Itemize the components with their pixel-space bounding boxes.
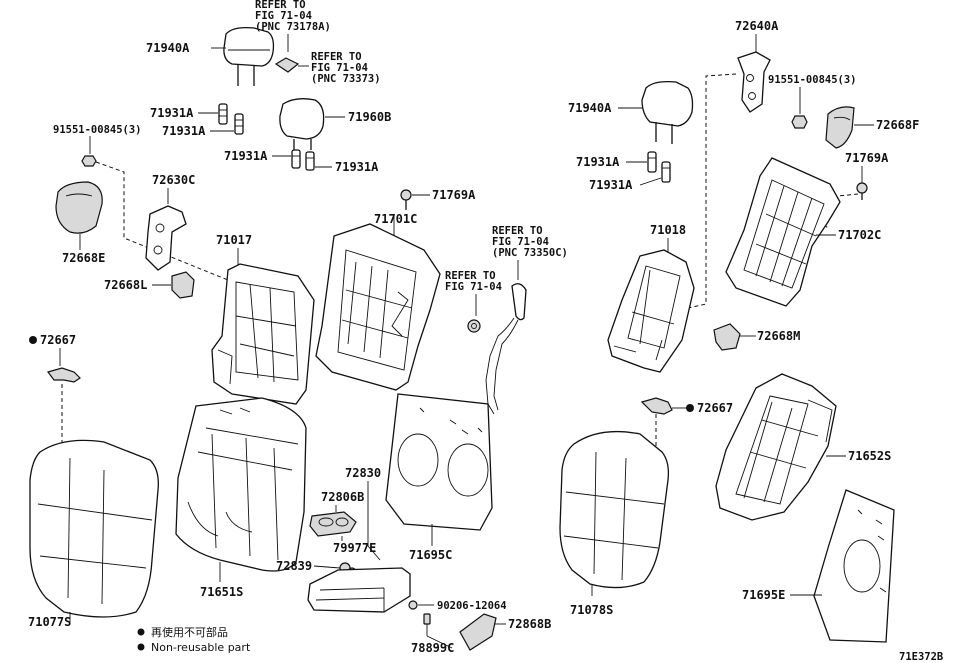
bolt-91551-right (791, 115, 808, 129)
label-71769A-left: 71769A (432, 188, 476, 202)
bolt-91551-left (81, 155, 97, 167)
hinge-cover-72668F (825, 106, 855, 149)
label-71695E: 71695E (742, 588, 785, 602)
seatback-pad-71078S (559, 430, 670, 589)
headrest-support-71931A-2 (234, 113, 244, 135)
headrest-71960B-center (279, 98, 325, 150)
label-71931A-4: 71931A (335, 160, 379, 174)
headrest-support-71931A-1 (218, 103, 228, 125)
label-71940A-right: 71940A (568, 101, 612, 115)
seatback-frame-71702C (725, 157, 841, 307)
label-72839: 72839 (276, 559, 312, 573)
headrest-71940A-right (641, 80, 694, 144)
label-71651S: 71651S (200, 585, 243, 599)
seatback-frame-71017 (211, 263, 315, 405)
label-72668F: 72668F (876, 118, 919, 132)
label-72830: 72830 (345, 466, 381, 480)
label-71702C: 71702C (838, 228, 881, 242)
label-79977E: 79977E (333, 541, 376, 555)
label-90206-12064: 90206-12064 (437, 600, 507, 612)
headrest-support-71931A-3 (291, 149, 301, 169)
seatback-cover-71652S (715, 373, 837, 521)
headrest-support-71931A-5 (647, 151, 657, 173)
label-71931A-3: 71931A (224, 149, 268, 163)
non-reusable-mark-72667-right (686, 404, 694, 412)
hinge-72640A (737, 51, 771, 113)
label-71017: 71017 (216, 233, 252, 247)
cover-72668M (713, 323, 741, 351)
headrest-support-71931A-4 (305, 151, 315, 171)
seatback-frame-71701C (315, 223, 441, 391)
clip-72667-left (46, 367, 81, 383)
label-72630C: 72630C (152, 173, 195, 187)
refer-note-fig-71-04: REFER TO FIG 71-04 (445, 270, 502, 293)
label-71018: 71018 (650, 223, 686, 237)
label-71940A-left: 71940A (146, 41, 190, 55)
armrest-72830 (307, 567, 411, 613)
clip-78899C (423, 613, 431, 625)
label-91551-00845-left: 91551-00845(3) (53, 124, 142, 136)
headrest-71940A-left (223, 26, 275, 86)
screw-90206 (408, 600, 418, 610)
clip-72667-right (640, 397, 673, 415)
headrest-support-71931A-6 (661, 161, 671, 183)
label-71931A-1: 71931A (150, 106, 194, 120)
legend-dot-jp (137, 628, 145, 636)
cover-72668L (171, 271, 195, 299)
clip-71769A-left (400, 189, 412, 210)
non-reusable-mark-72667-left (29, 336, 37, 344)
label-72667-left: 72667 (40, 333, 76, 347)
illustration-code: 71E372B (899, 651, 943, 663)
legend-text-en: Non-reusable part (151, 641, 251, 654)
seatback-pad-71077S (29, 439, 159, 618)
label-72868B: 72868B (508, 617, 551, 631)
label-71701C: 71701C (374, 212, 417, 226)
label-72668E: 72668E (62, 251, 105, 265)
label-91551-00845-right: 91551-00845(3) (768, 74, 857, 86)
seatback-frame-71018 (607, 249, 695, 373)
release-knob (467, 319, 481, 333)
legend-dot-en (137, 643, 145, 651)
seatback-board-71695C (385, 393, 493, 531)
refer-note-pnc-73350C: REFER TO FIG 71-04 (PNC 73350C) (492, 225, 568, 259)
label-71931A-2: 71931A (162, 124, 206, 138)
seatback-hinge-72630C (145, 205, 187, 271)
label-71695C: 71695C (409, 548, 452, 562)
label-71769A-right: 71769A (845, 151, 889, 165)
release-cable (485, 283, 527, 415)
legend-text-jp: 再使用不可部品 (151, 625, 228, 639)
label-71931A-5: 71931A (576, 155, 620, 169)
label-71077S: 71077S (28, 615, 71, 629)
label-71652S: 71652S (848, 449, 891, 463)
cover-72868B (459, 613, 497, 651)
label-72668L: 72668L (104, 278, 147, 292)
seatback-cover-71651S (175, 397, 307, 572)
label-72640A: 72640A (735, 19, 779, 33)
clip-71769A-right (856, 182, 868, 200)
label-78899C: 78899C (411, 641, 454, 655)
label-71960B: 71960B (348, 110, 391, 124)
label-72806B: 72806B (321, 490, 364, 504)
label-71931A-6: 71931A (589, 178, 633, 192)
hinge-cover-72668E (55, 181, 103, 234)
cup-holder-72806B (309, 511, 357, 537)
label-72667-right: 72667 (697, 401, 733, 415)
refer-note-pnc-73373: REFER TO FIG 71-04 (PNC 73373) (311, 51, 381, 85)
seatback-board-71695E (813, 489, 895, 643)
refer-note-pnc-73178A: REFER TO FIG 71-04 (PNC 73178A) (255, 0, 331, 33)
headrest-guide-clip (274, 57, 300, 73)
label-72668M: 72668M (757, 329, 800, 343)
label-71078S: 71078S (570, 603, 613, 617)
